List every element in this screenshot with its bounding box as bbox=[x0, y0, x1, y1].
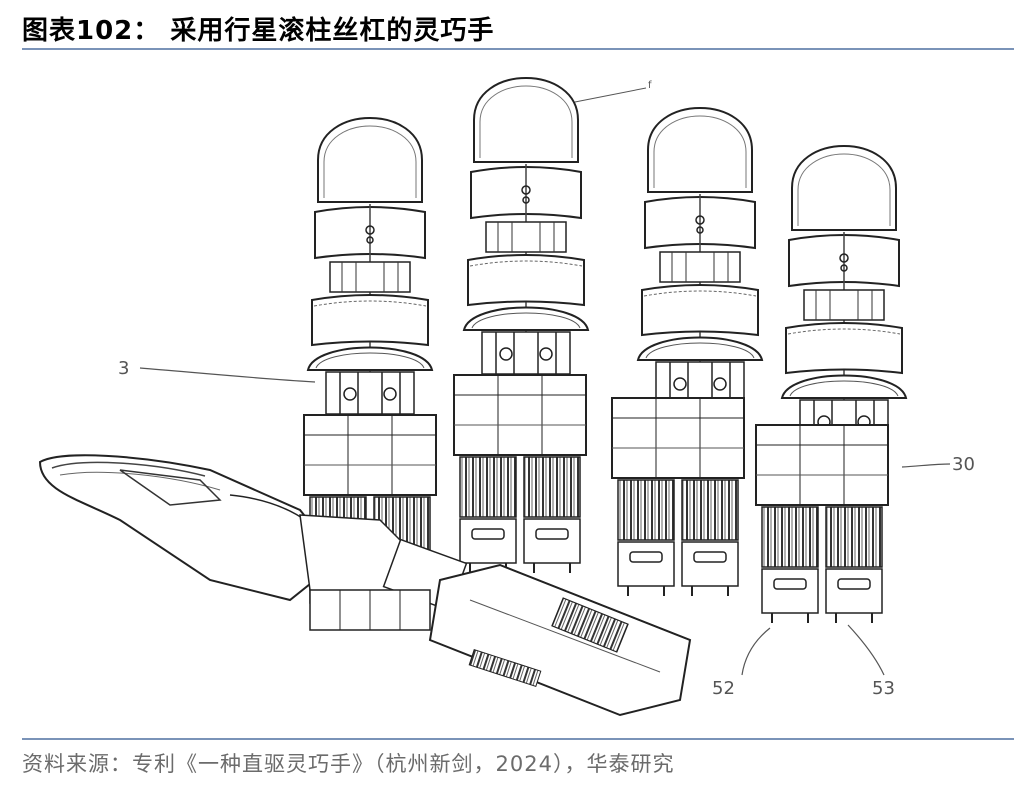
leader-line-30 bbox=[901, 463, 951, 468]
leader-line-3 bbox=[139, 367, 316, 383]
finger-ring bbox=[611, 107, 763, 597]
source-note: 资料来源：专利《一种直驱灵巧手》（杭州新剑，2024），华泰研究 bbox=[22, 752, 675, 776]
label-53: 53 bbox=[872, 678, 895, 699]
bottom-divider bbox=[22, 738, 1014, 740]
svg-text:f: f bbox=[648, 80, 652, 91]
label-30: 30 bbox=[952, 454, 975, 475]
figure-title: 图表102： 采用行星滚柱丝杠的灵巧手 bbox=[22, 16, 495, 46]
label-3: 3 bbox=[118, 358, 129, 379]
finger-middle bbox=[453, 77, 589, 574]
leader-line-53 bbox=[847, 624, 885, 676]
label-52: 52 bbox=[712, 678, 735, 699]
top-divider bbox=[22, 48, 1014, 50]
finger-little bbox=[755, 145, 907, 624]
leader-line-52 bbox=[741, 627, 771, 676]
thumb-base bbox=[309, 563, 692, 717]
